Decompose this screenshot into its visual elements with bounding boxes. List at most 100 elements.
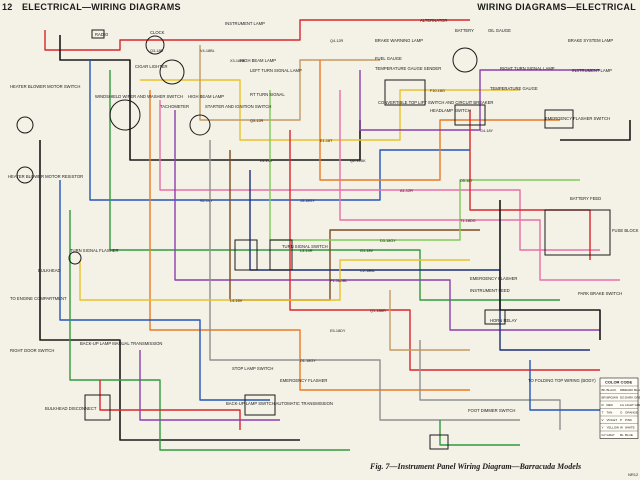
figure-code: NR12 bbox=[628, 472, 639, 477]
component-label-clock: CLOCK bbox=[150, 30, 165, 35]
component-symbol-15 bbox=[244, 394, 276, 416]
wire-violet-29 bbox=[139, 350, 280, 421]
component-label-emergency-flasher-switch: EMERGENCY FLASHER SWITCH bbox=[545, 116, 610, 121]
component-label-instrument-lamp: INSTRUMENT LAMP bbox=[225, 21, 265, 26]
wire-code-label: E5-18DY bbox=[330, 329, 346, 333]
component-label-emergency-flasher: EMERGENCY FLASHER bbox=[470, 276, 517, 281]
wire-brown-10 bbox=[229, 150, 480, 301]
component-label-to-engine-compartment: TO ENGINE COMPARTMENT bbox=[10, 296, 67, 301]
color-code-cell: T bbox=[602, 411, 604, 415]
wire-pink-6 bbox=[159, 100, 600, 251]
wire-code-label: P1-18DBL bbox=[330, 279, 348, 283]
color-code-cell: YELLOW bbox=[607, 426, 620, 430]
wire-code-label: S2-14Y bbox=[200, 199, 213, 203]
component-label-emergency-flasher-lower: EMERGENCY FLASHER bbox=[280, 378, 327, 383]
wire-green-3 bbox=[109, 70, 560, 301]
color-code-cell: DBL bbox=[620, 388, 626, 392]
component-label-right-door-switch: RIGHT DOOR SWITCH bbox=[10, 348, 54, 353]
wire-violet-20 bbox=[359, 69, 600, 131]
component-symbol-0 bbox=[91, 29, 105, 39]
component-symbol-8 bbox=[544, 209, 611, 256]
left-header-title: ELECTRICAL—WIRING DIAGRAMS bbox=[22, 2, 181, 12]
figure-caption: Fig. 7—Instrument Panel Wiring Diagram—B… bbox=[370, 462, 582, 471]
wire-code-label: D3-18GY bbox=[380, 239, 396, 243]
wire-code-label: G1-18V bbox=[360, 249, 374, 253]
wire-code-label: Q2-12BK bbox=[350, 159, 366, 163]
color-code-cell: GRAY bbox=[607, 433, 615, 437]
wire-red-13 bbox=[289, 130, 600, 371]
component-label-fuse-block: FUSE BLOCK bbox=[612, 228, 639, 233]
wire-tan-24 bbox=[389, 290, 470, 351]
component-label-horn-relay: HORN RELAY bbox=[490, 318, 517, 323]
wire-code-label: V4-18BL bbox=[200, 49, 215, 53]
page-number: 12 bbox=[2, 2, 13, 12]
component-label-temperature-gauge: TEMPERATURE GAUGE bbox=[490, 86, 538, 91]
color-code-cell: RED bbox=[607, 403, 614, 407]
component-symbol-4 bbox=[189, 114, 211, 136]
wire-red-0 bbox=[44, 19, 470, 51]
color-code-cell: BL bbox=[620, 433, 624, 437]
wire-lightgreen-12 bbox=[269, 90, 580, 241]
wire-code-label: D1-18GY bbox=[300, 359, 316, 363]
color-code-cell: Y bbox=[602, 426, 604, 430]
color-code-cell: PINK bbox=[625, 418, 632, 422]
component-label-high-beam-indicator: HIGH BEAM LAMP bbox=[188, 94, 224, 99]
component-label-alternator: ALTERNATOR bbox=[420, 18, 447, 23]
component-label-radio: RADIO bbox=[95, 32, 109, 37]
wire-code-label: F10-18G bbox=[430, 89, 445, 93]
wire-black-14 bbox=[39, 140, 300, 441]
component-label-high-beam-lamp: HIGH BEAM LAMP bbox=[240, 58, 276, 63]
wire-red-28 bbox=[99, 380, 241, 430]
color-code-table bbox=[599, 377, 639, 439]
wire-yellow-17 bbox=[79, 259, 470, 301]
component-label-headlamp-switch: HEADLAMP SWITCH bbox=[430, 108, 471, 113]
component-label-windshield-wiper-switch: WINDSHIELD WIPER AND WASHER SWITCH bbox=[95, 94, 183, 99]
color-code-cell: GY bbox=[602, 433, 606, 437]
color-code-cell: BR bbox=[602, 396, 607, 400]
wire-gray-9 bbox=[209, 140, 520, 421]
color-code-cell: DG bbox=[620, 396, 625, 400]
color-code-cell: P bbox=[620, 418, 622, 422]
component-symbol-14 bbox=[484, 309, 506, 325]
color-code-cell: DARK GREEN bbox=[625, 396, 640, 400]
color-code-cell: R bbox=[602, 403, 605, 407]
wire-code-label: L4-16V bbox=[230, 299, 243, 303]
wire-tan-8 bbox=[199, 45, 380, 121]
wire-orange-5 bbox=[149, 90, 470, 391]
wire-red-21 bbox=[469, 110, 591, 260]
component-symbol-11 bbox=[269, 239, 293, 271]
component-label-fuel-gauge: FUEL GAUGE bbox=[375, 56, 402, 61]
wire-code-label: L4-14V bbox=[260, 159, 273, 163]
wire-code-label: C2-18BL bbox=[360, 269, 375, 273]
wire-gray-23 bbox=[419, 340, 561, 430]
component-label-tachometer: TACHOMETER bbox=[160, 104, 189, 109]
component-label-brake-warning-lamp: BRAKE WARNING LAMP bbox=[375, 38, 423, 43]
component-label-folding-top: TO FOLDING TOP WIRING (BODY) bbox=[528, 378, 596, 383]
color-code-cell: ORANGE bbox=[625, 411, 638, 415]
component-label-instrument-lamp-right: INSTRUMENT LAMP bbox=[572, 68, 612, 73]
component-label-convertible-top-switch: CONVERTIBLE TOP LIFT SWITCH AND CIRCUIT … bbox=[378, 100, 493, 105]
component-label-heater-blower-switch: HEATER BLOWER MOTOR SWITCH bbox=[10, 84, 80, 89]
component-symbol-5 bbox=[452, 47, 478, 73]
component-label-instrument-feed: INSTRUMENT FEED bbox=[470, 288, 510, 293]
component-label-stop-lamp-switch: STOP LAMP SWITCH bbox=[232, 366, 273, 371]
component-label-turn-signal-switch: TURN SIGNAL SWITCH bbox=[282, 244, 328, 249]
component-symbol-17 bbox=[384, 79, 426, 106]
color-code-cell: BK bbox=[602, 388, 606, 392]
color-code-cell: V bbox=[602, 418, 604, 422]
component-symbol-2 bbox=[159, 59, 185, 85]
component-label-battery: BATTERY bbox=[455, 28, 474, 33]
wire-black-27 bbox=[560, 120, 631, 141]
right-header-title: WIRING DIAGRAMS—ELECTRICAL bbox=[477, 2, 636, 12]
wire-code-label: T1-18DG bbox=[460, 219, 476, 223]
color-code-cell: WHITE bbox=[625, 426, 635, 430]
component-symbol-18 bbox=[429, 434, 449, 450]
wire-black-1 bbox=[59, 35, 361, 161]
wire-blue-25 bbox=[529, 360, 600, 411]
component-label-park-brake-switch: PARK BRAKE SWITCH bbox=[578, 291, 622, 296]
wire-code-label: Q3-18R bbox=[150, 49, 164, 53]
component-symbol-3 bbox=[109, 99, 141, 131]
wire-code-label: Q1-18BR bbox=[370, 309, 386, 313]
